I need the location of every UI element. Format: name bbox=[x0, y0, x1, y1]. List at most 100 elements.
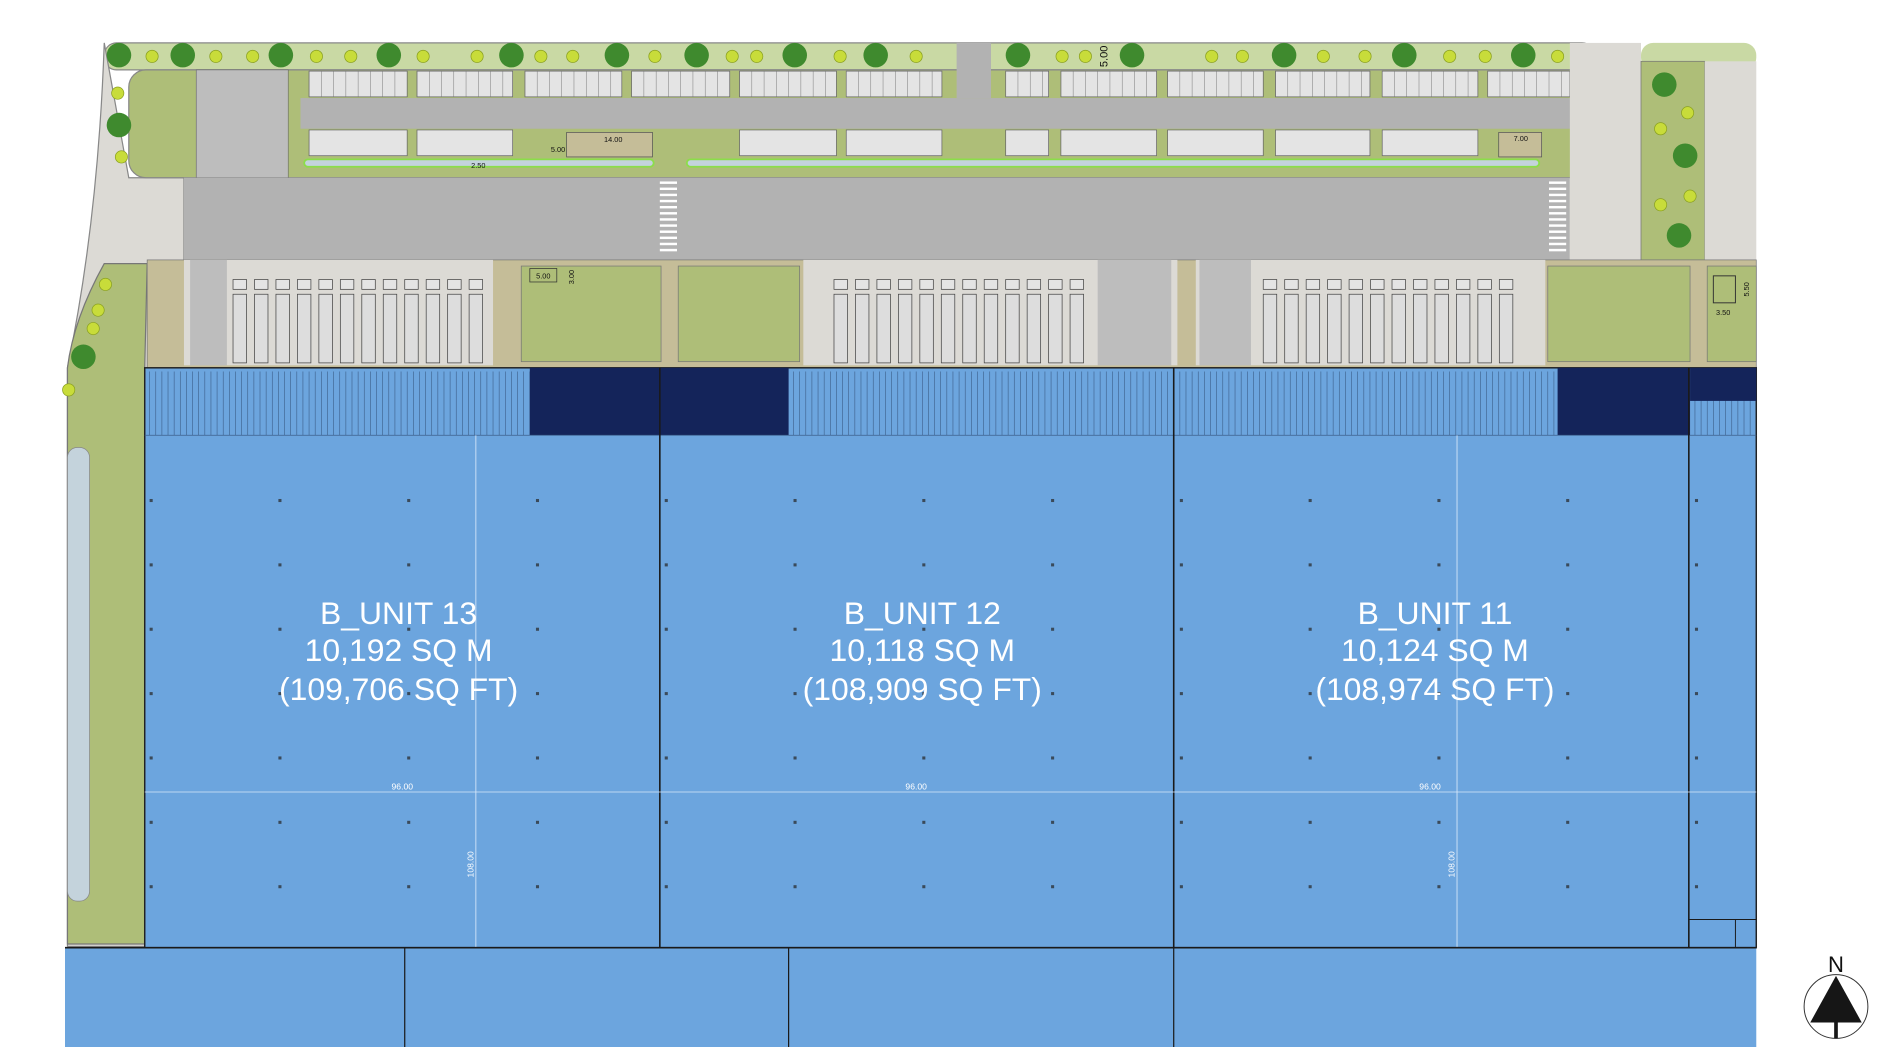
column bbox=[1051, 692, 1055, 696]
truck-trailer bbox=[1026, 293, 1042, 364]
truck-cab bbox=[1327, 279, 1342, 290]
parking-stall-row bbox=[1060, 70, 1157, 98]
column bbox=[922, 563, 926, 567]
truck-trailer bbox=[447, 293, 462, 364]
tree-small bbox=[534, 49, 548, 63]
tree-small bbox=[725, 49, 739, 63]
truck-trailer bbox=[1391, 293, 1406, 364]
crossing-stripe bbox=[1549, 199, 1567, 203]
lawn-2 bbox=[677, 265, 801, 363]
truck-cab bbox=[382, 279, 398, 290]
truck-cab bbox=[1284, 279, 1299, 290]
tree-small bbox=[145, 49, 159, 63]
column bbox=[1437, 627, 1441, 631]
column bbox=[1437, 692, 1441, 696]
tree-large bbox=[499, 42, 524, 68]
column bbox=[922, 692, 926, 696]
tree-small bbox=[1681, 106, 1695, 120]
column bbox=[793, 627, 797, 631]
parking-stall-row bbox=[1275, 70, 1371, 98]
column bbox=[793, 498, 797, 503]
column bbox=[664, 756, 668, 760]
tree-large bbox=[1652, 72, 1677, 97]
tree-small bbox=[566, 49, 580, 63]
column bbox=[149, 498, 153, 503]
shelter-right bbox=[1498, 132, 1543, 158]
crossing-stripe bbox=[1549, 181, 1567, 184]
column bbox=[149, 627, 153, 631]
truck-trailer bbox=[1477, 293, 1492, 364]
main-road bbox=[183, 177, 1570, 260]
unit-area-sqm: 10,124 SQ M bbox=[1341, 632, 1529, 668]
tree-small bbox=[86, 322, 100, 336]
column bbox=[149, 885, 153, 889]
parking-stall-row bbox=[739, 70, 837, 98]
column bbox=[407, 692, 411, 696]
truck-trailer bbox=[232, 293, 247, 364]
unit-label-11: B_UNIT 11 10,124 SQ M (108,974 SQ FT) bbox=[1315, 595, 1554, 707]
tree-large bbox=[376, 42, 402, 68]
column bbox=[1051, 820, 1055, 824]
truck-trailer bbox=[1284, 293, 1299, 364]
tree-large bbox=[1392, 42, 1417, 68]
truck-trailer bbox=[962, 293, 977, 364]
unit-name: B_UNIT 13 bbox=[320, 595, 477, 631]
trees bbox=[62, 42, 1698, 397]
column bbox=[1179, 756, 1183, 760]
column bbox=[535, 563, 540, 567]
lawn-1 bbox=[520, 265, 662, 363]
column bbox=[1179, 563, 1183, 567]
truck-trailer bbox=[275, 293, 290, 364]
tree-large bbox=[684, 42, 709, 68]
tree-large bbox=[1672, 143, 1698, 168]
column bbox=[535, 498, 540, 503]
crossing-stripe bbox=[659, 218, 678, 221]
column bbox=[1308, 627, 1312, 631]
north-label: N bbox=[1828, 952, 1844, 977]
column bbox=[664, 820, 668, 824]
truck-cab bbox=[404, 279, 419, 290]
tree-small bbox=[1055, 49, 1069, 63]
walkway-strip-right bbox=[685, 158, 1541, 168]
bike-shelter-dimension: 14.00 bbox=[604, 135, 622, 144]
tree-large bbox=[268, 42, 294, 68]
tree-large bbox=[1510, 42, 1536, 68]
crossing-stripe bbox=[1549, 205, 1567, 209]
tree-small bbox=[416, 49, 430, 63]
stall-depth-dimension: 5.00 bbox=[551, 145, 565, 154]
column bbox=[535, 820, 540, 824]
kiosk bbox=[1712, 275, 1736, 304]
car-park-entrance bbox=[956, 42, 991, 99]
tree-large bbox=[106, 42, 132, 68]
column bbox=[922, 627, 926, 631]
right-paving-2 bbox=[1704, 61, 1757, 260]
column bbox=[535, 692, 540, 696]
truck-cab bbox=[1348, 279, 1363, 290]
truck-trailer bbox=[983, 293, 999, 364]
crossing-stripe bbox=[1549, 248, 1567, 252]
unit-13-width: 96.00 bbox=[392, 782, 414, 792]
truck-trailer bbox=[1048, 293, 1063, 364]
crossing-stripe bbox=[659, 212, 678, 215]
column bbox=[535, 756, 540, 760]
crossing-stripe bbox=[659, 230, 678, 233]
column bbox=[1694, 756, 1699, 760]
column bbox=[1179, 498, 1183, 503]
truck-cab bbox=[1434, 279, 1449, 290]
tree-small bbox=[98, 277, 112, 291]
warehouse-building bbox=[143, 367, 1758, 949]
lower-building bbox=[65, 947, 1757, 1047]
column bbox=[1308, 692, 1312, 696]
truck-trailer bbox=[468, 293, 483, 364]
parking-stall-row bbox=[1381, 70, 1479, 98]
column bbox=[407, 756, 411, 760]
column bbox=[535, 885, 540, 889]
truck-cab bbox=[275, 279, 290, 290]
column bbox=[922, 498, 926, 503]
office-block-10 bbox=[1690, 367, 1757, 401]
column bbox=[278, 756, 282, 760]
unit-area-sqft: (108,909 SQ FT) bbox=[803, 671, 1042, 707]
truck-cab bbox=[1048, 279, 1063, 290]
column bbox=[1694, 627, 1699, 631]
